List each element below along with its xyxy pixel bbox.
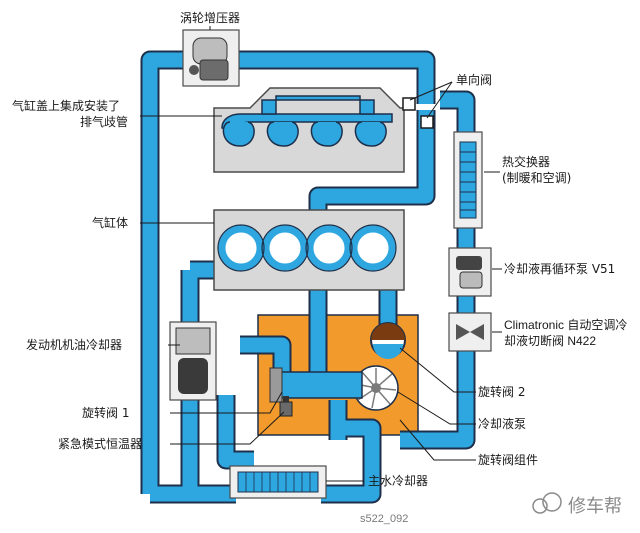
label-main-radiator: 主水冷却器 [368,474,428,488]
label-heat-exchanger-line2: (制暖和空调) [502,171,571,185]
label-coolant-pump: 冷却液泵 [478,416,526,431]
label-recirculation-pump: 冷却液再循环泵 V51 [504,261,615,276]
watermark: 修车帮 [532,492,622,517]
check-valve-upper [402,97,416,111]
recirculation-pump [448,247,492,297]
rotary-valve-2 [370,322,406,359]
label-rotary-valve-assembly: 旋转阀组件 [478,452,538,467]
cylinder-block [213,209,405,291]
heat-exchanger [453,131,483,229]
leader-lines [140,26,502,482]
label-rotary-valve-1: 旋转阀 1 [82,405,129,420]
watermark-logo-icon [532,492,562,514]
label-turbocharger: 涡轮增压器 [180,11,240,25]
rotary-valve-1 [269,367,363,403]
cylinder-head [213,87,405,173]
climatronic-shutoff-valve [448,312,492,352]
turbocharger [182,29,240,87]
label-exhaust-manifold-line2: 排气歧管 [80,114,128,129]
label-exhaust-manifold-line1: 气缸盖上集成安装了 [12,98,120,113]
label-rotary-valve-2: 旋转阀 2 [478,384,525,399]
coolant-pump [353,365,399,411]
label-emergency-thermostat: 紧急模式恒温器 [58,436,142,451]
engine-oil-cooler [169,321,217,401]
label-climatronic-line2: 却液切断阀 N422 [504,333,596,348]
figure-code: s522_092 [360,513,408,525]
watermark-text: 修车帮 [568,496,622,517]
main-radiator [229,465,327,499]
label-oil-cooler: 发动机机油冷却器 [26,337,122,352]
label-climatronic-line1: Climatronic 自动空调冷 [504,318,627,332]
label-heat-exchanger-line1: 热交换器 [502,154,550,169]
label-check-valve: 单向阀 [456,72,492,87]
label-cylinder-block: 气缸体 [92,215,128,230]
check-valve-lower [420,115,434,129]
